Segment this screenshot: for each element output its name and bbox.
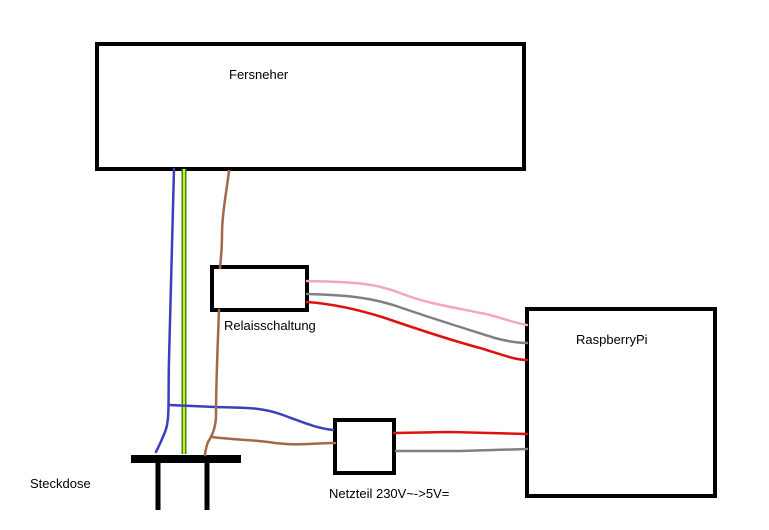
wire-red-relay-to-pi: [305, 300, 529, 362]
wire-pink-relay-to-pi: [305, 279, 529, 327]
live-wire-relay-to-socket: [203, 308, 221, 457]
wire-red-psu-to-pi: [392, 430, 529, 436]
socket-label: Steckdose: [30, 476, 91, 491]
wire-gray-relay-to-pi: [305, 292, 529, 345]
live-wire-tv-to-relay: [218, 169, 231, 270]
raspberry-pi-box: [525, 307, 717, 498]
power-supply-box: [333, 418, 396, 475]
live-wire-to-psu: [210, 435, 337, 446]
raspberry-pi-label: RaspberryPi: [576, 332, 648, 347]
tv-label: Fersneher: [229, 67, 289, 82]
neutral-wire-to-psu: [167, 403, 335, 432]
relay-box: [210, 265, 309, 312]
socket: [131, 455, 241, 510]
neutral-wire-tv-to-socket: [154, 167, 176, 454]
tv-box: [95, 42, 526, 171]
relay-label: Relaisschaltung: [224, 318, 316, 333]
power-supply-label: Netzteil 230V~->5V=: [329, 486, 449, 501]
wire-gray-psu-to-pi: [394, 447, 529, 453]
